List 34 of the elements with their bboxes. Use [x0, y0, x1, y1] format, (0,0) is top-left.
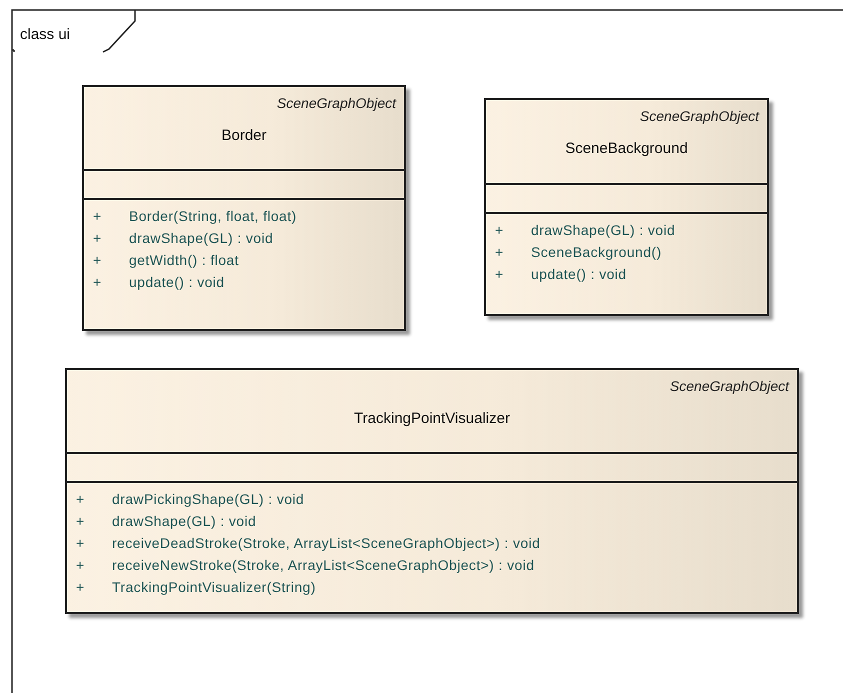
operation-text: update() : void	[531, 266, 626, 282]
operation-text: receiveDeadStroke(Stroke, ArrayList<SceneGraphObject>) : void	[112, 535, 540, 551]
visibility-marker: +	[93, 252, 102, 268]
operation-text: TrackingPointVisualizer(String)	[112, 579, 316, 595]
operation-text: receiveNewStroke(Stroke, ArrayList<SceneGraphObject>) : void	[112, 557, 534, 573]
visibility-marker: +	[76, 557, 84, 573]
class-name: TrackingPointVisualizer	[353, 410, 511, 427]
visibility-marker: +	[495, 222, 504, 238]
operation-text: drawShape(GL) : void	[112, 513, 256, 529]
class-box	[65, 368, 799, 614]
operation-text: update() : void	[129, 274, 224, 290]
stereotype-label: SceneGraphObject	[276, 95, 396, 111]
class-box	[82, 85, 406, 331]
class-box	[484, 98, 769, 316]
class-name: Border	[220, 127, 268, 144]
visibility-marker: +	[76, 579, 84, 595]
visibility-marker: +	[495, 244, 504, 260]
operation-text: drawPickingShape(GL) : void	[112, 491, 304, 507]
visibility-marker: +	[495, 266, 504, 282]
operation-text: drawShape(GL) : void	[531, 222, 676, 238]
class-name: SceneBackground	[564, 140, 689, 157]
operation-text: Border(String, float, float)	[129, 208, 297, 224]
visibility-marker: +	[76, 535, 84, 551]
visibility-marker: +	[93, 230, 102, 246]
operation-text: getWidth() : float	[129, 252, 239, 268]
operation-text: drawShape(GL) : void	[129, 230, 274, 246]
stereotype-label: SceneGraphObject	[640, 108, 759, 124]
frame-title: class ui	[20, 26, 70, 43]
visibility-marker: +	[76, 491, 84, 507]
visibility-marker: +	[76, 513, 84, 529]
visibility-marker: +	[93, 274, 102, 290]
visibility-marker: +	[93, 208, 102, 224]
stereotype-label: SceneGraphObject	[670, 378, 789, 394]
operation-text: SceneBackground()	[531, 244, 662, 260]
